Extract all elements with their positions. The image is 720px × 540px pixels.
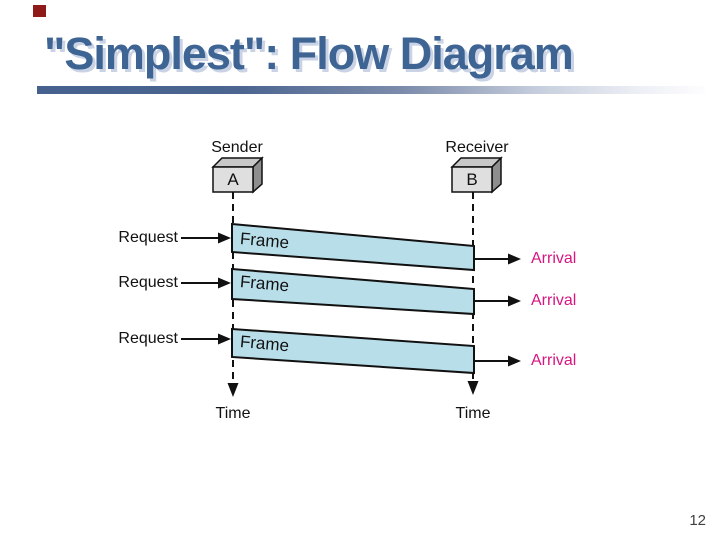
page-number: 12 [689,512,706,529]
arrival-label-3: Arrival [531,352,577,369]
frame-shape-2 [231,267,475,316]
receiver-node-letter: B [466,170,478,189]
request-arrow-1 [181,232,231,244]
frame-shape-1 [231,222,475,272]
time-label-right: Time [455,405,491,422]
request-label-3: Request [118,330,178,347]
sender-node-letter: A [227,170,239,189]
slide-title: "Simplest": Flow Diagram [44,28,574,79]
template-accent-square [33,5,46,17]
request-label-1: Request [118,229,178,246]
sender-timeline-arrowhead-icon [227,383,239,397]
request-label-2: Request [118,274,178,291]
request-arrow-3 [181,333,231,345]
sender-box [211,156,264,194]
receiver-box [450,156,503,194]
sender-label: Sender [211,139,263,156]
arrival-label-2: Arrival [531,292,577,309]
receiver-timeline-arrowhead-icon [467,381,479,395]
arrival-arrow-1 [474,253,521,265]
time-label-left: Time [215,405,251,422]
frame-shape-3 [231,327,475,375]
arrival-label-1: Arrival [531,250,577,267]
request-arrow-2 [181,277,231,289]
arrival-arrow-3 [474,355,521,367]
title-underline-rule [37,86,705,94]
receiver-label: Receiver [445,139,509,156]
arrival-arrow-2 [474,295,521,307]
